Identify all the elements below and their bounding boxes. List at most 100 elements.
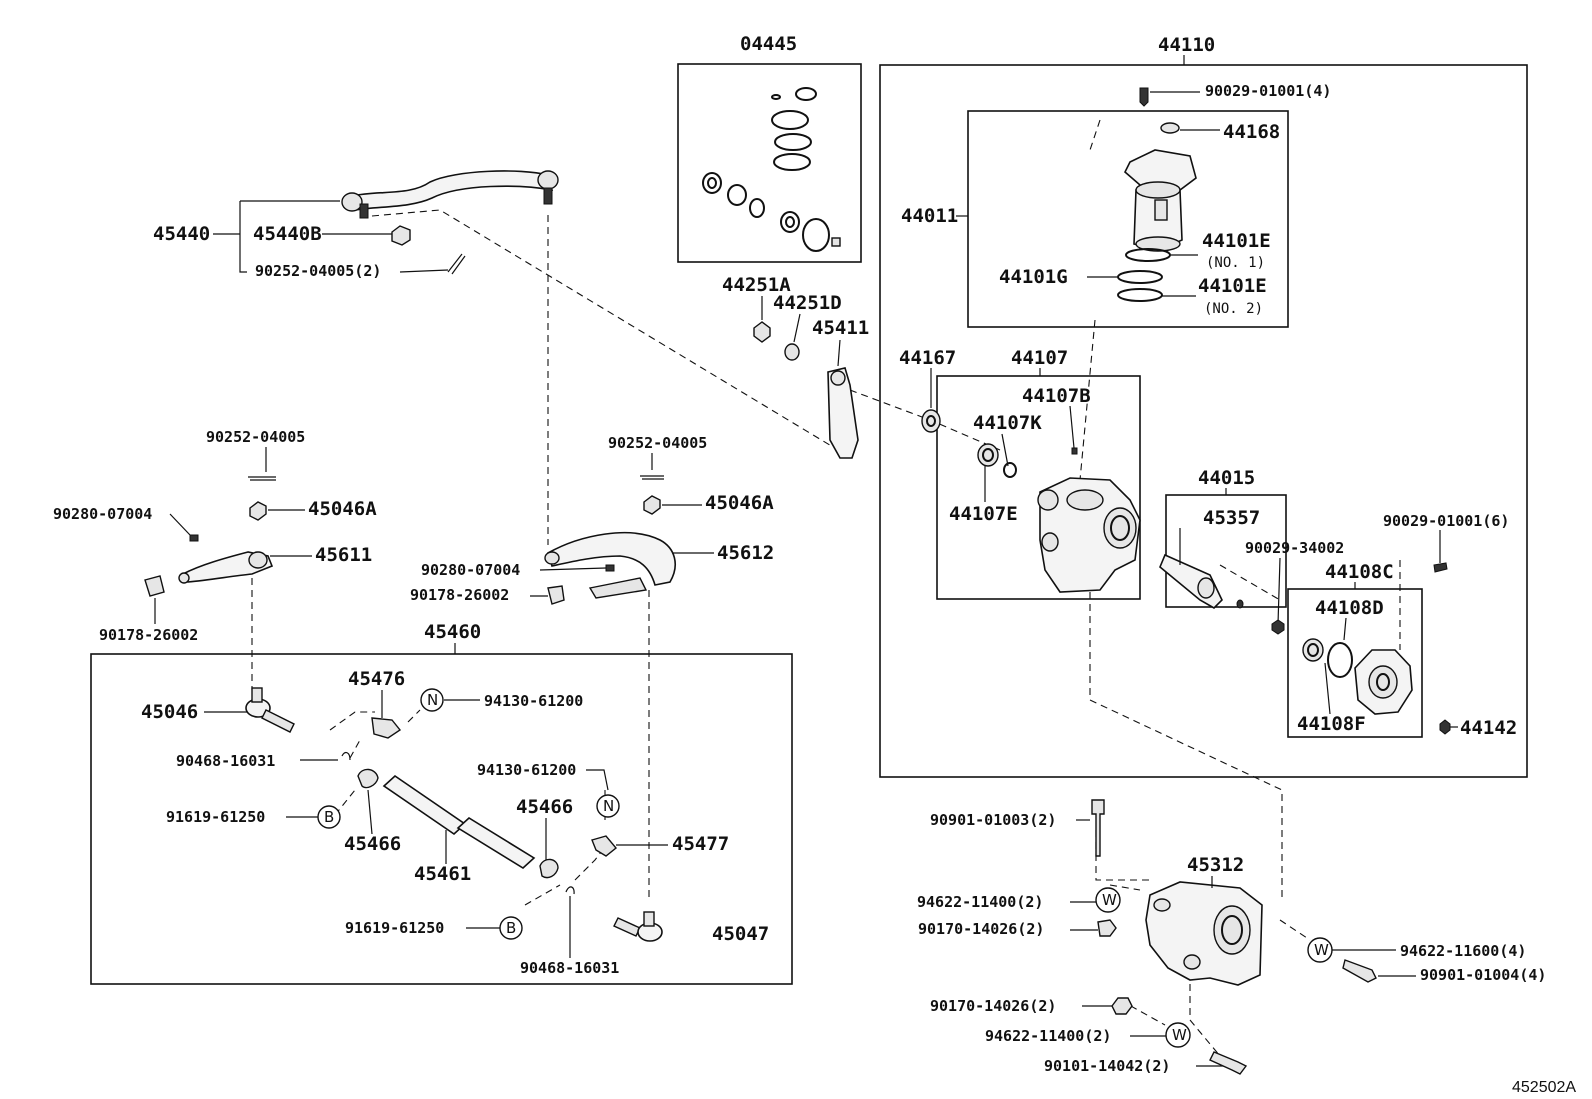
label-44107: 44107 <box>1011 347 1068 369</box>
badge-b-right <box>499 916 523 940</box>
label-90029-01001-4: 90029-01001(4) <box>1205 82 1331 100</box>
diagram-id: 452502A <box>1512 1079 1576 1096</box>
label-90280-07004-a: 90280-07004 <box>53 505 152 523</box>
badge-b-left-text: B <box>324 808 334 826</box>
label-45312: 45312 <box>1187 854 1244 876</box>
label-45460: 45460 <box>424 621 481 643</box>
dash-nut-to-washer <box>1119 999 1166 1026</box>
cap-44168 <box>1160 122 1180 134</box>
seal-44107e <box>977 443 999 467</box>
nut-45046a-b <box>643 495 661 515</box>
nut-90170-14026-a <box>1097 919 1117 937</box>
nut-90029-34002 <box>1271 619 1285 635</box>
label-90029-34002: 90029-34002 <box>1245 539 1344 557</box>
frame-44110 <box>879 64 1528 778</box>
ring-44101g <box>1117 270 1163 284</box>
castle-nut-45440b <box>391 225 411 246</box>
badge-n-right-text: N <box>603 797 614 815</box>
label-44142: 44142 <box>1460 717 1517 739</box>
nut-44251a <box>753 321 771 343</box>
label-44108d: 44108D <box>1315 597 1384 619</box>
label-44110: 44110 <box>1158 34 1215 56</box>
label-44101e-no2: 44101E <box>1198 275 1267 297</box>
dash-sector-shaft <box>1219 564 1281 601</box>
dash-badge-n-left <box>407 709 421 723</box>
clamp-45477 <box>591 835 617 857</box>
seal-44108f <box>1302 638 1324 662</box>
frame-04445 <box>677 63 862 263</box>
label-44251a: 44251A <box>722 274 791 296</box>
tube-45461 <box>382 774 536 869</box>
label-45357: 45357 <box>1203 507 1260 529</box>
badge-b-left <box>317 805 341 829</box>
label-44167: 44167 <box>899 347 956 369</box>
frame-45460 <box>90 653 793 985</box>
bolt-90901-01003 <box>1091 799 1105 857</box>
label-45046: 45046 <box>141 701 198 723</box>
clamp-45466-b <box>539 858 559 879</box>
badge-w-c <box>1165 1022 1191 1048</box>
relay-arm-45611 <box>178 551 274 584</box>
ring-44107k <box>1003 462 1017 478</box>
dash-washer-bracket <box>1109 884 1141 891</box>
gear-housing <box>1037 477 1141 593</box>
label-44107k: 44107K <box>973 412 1042 434</box>
bolt-90280-07004-b <box>605 564 615 572</box>
label-91619-61250-a: 91619-61250 <box>166 808 265 826</box>
nut-44142 <box>1439 719 1451 735</box>
clamp-45466-a <box>357 768 379 789</box>
badge-w-b-text: W <box>1314 941 1329 959</box>
label-45047: 45047 <box>712 923 769 945</box>
cotter-90468-b <box>565 886 575 895</box>
plug-44107b <box>1071 447 1078 455</box>
bolt-90901-01004 <box>1342 959 1377 983</box>
nut-45046a-a <box>249 501 267 521</box>
bolt-90029-01001-6 <box>1433 562 1448 573</box>
cotter-pin-90252-a <box>248 476 276 481</box>
label-94130-61200-a: 94130-61200 <box>484 692 583 710</box>
seal-44167 <box>921 409 941 433</box>
label-90170-14026-2b: 90170-14026(2) <box>930 997 1056 1015</box>
label-90901-01004-4: 90901-01004(4) <box>1420 966 1546 984</box>
sector-shaft-45357 <box>1159 553 1244 609</box>
label-44107b: 44107B <box>1022 385 1091 407</box>
dash-clamp-left <box>329 711 375 731</box>
label-90252-04005-2: 90252-04005(2) <box>255 262 381 280</box>
dash-bolt-to-bracket <box>1095 830 1150 881</box>
tie-rod-end-45046 <box>245 687 295 733</box>
dash-valve-axis <box>1079 119 1101 481</box>
dash-bracket-bottom <box>1189 960 1226 1063</box>
label-44108f: 44108F <box>1297 713 1366 735</box>
label-44251d: 44251D <box>773 292 842 314</box>
label-90468-16031-b: 90468-16031 <box>520 959 619 977</box>
label-90101-14042-2: 90101-14042(2) <box>1044 1057 1170 1075</box>
pitman-arm-45411 <box>827 367 859 459</box>
label-90178-26002-a: 90178-26002 <box>99 626 198 644</box>
bolt-90101-14042 <box>1209 1051 1248 1075</box>
label-45477: 45477 <box>672 833 729 855</box>
label-44168: 44168 <box>1223 121 1280 143</box>
label-90252-04005-a: 90252-04005 <box>206 428 305 446</box>
label-no2: (NO. 2) <box>1204 301 1263 317</box>
label-45411: 45411 <box>812 317 869 339</box>
label-45440: 45440 <box>153 223 210 245</box>
label-45466-b: 45466 <box>516 796 573 818</box>
bushing-90178-a <box>144 575 165 597</box>
dash-cotter-left <box>349 739 361 759</box>
label-no1: (NO. 1) <box>1206 255 1265 271</box>
badge-w-a <box>1095 887 1121 913</box>
badge-b-right-text: B <box>506 919 516 937</box>
frame-44011 <box>967 110 1289 328</box>
dash-bracket-right <box>1279 919 1311 941</box>
oring-44101e-2 <box>1117 288 1163 302</box>
seal-kit-parts <box>702 87 841 252</box>
bracket-45312 <box>1145 881 1263 986</box>
washer-44251d <box>784 343 800 361</box>
label-44011: 44011 <box>901 205 958 227</box>
dash-cotter-right <box>574 839 611 881</box>
cotter-pin-90252-b <box>640 475 664 480</box>
idler-arm-45612 <box>544 531 676 599</box>
label-94622-11400-2b: 94622-11400(2) <box>985 1027 1111 1045</box>
